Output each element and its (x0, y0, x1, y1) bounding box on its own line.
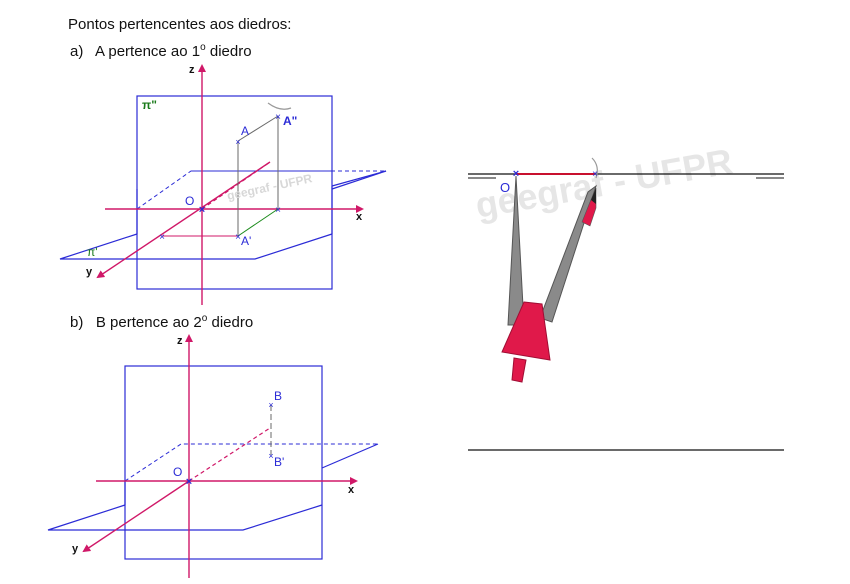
fig-a-point-ax-mark: × (275, 205, 281, 216)
fig-b-point-b-mark: × (268, 400, 273, 410)
fig-b-label-z: z (177, 335, 183, 347)
fig-a-horizontal-plane-front (59, 233, 333, 260)
fig-a-label-x: x (356, 211, 363, 223)
item-a-letter: a) (70, 43, 84, 60)
page-heading: Pontos pertencentes aos diedros: (68, 16, 292, 33)
fig-a-watermark: geegraf - UFPR (226, 171, 314, 203)
fig-a-arc (267, 102, 292, 110)
fig-a-label-z: z (189, 64, 195, 76)
fig-b-horizontal-plane-hidden (124, 443, 378, 482)
epure-arc (591, 157, 598, 179)
fig-a-label-a2: A" (283, 114, 297, 128)
epure: geegraf - UFPR × × O (468, 140, 784, 451)
compass-tip (591, 188, 596, 204)
compass-handle (511, 357, 527, 383)
item-b-label: b) B pertence ao 2o diedro (70, 313, 253, 331)
fig-a-point-ay-mark: × (159, 232, 165, 243)
epure-origin-mark: × (513, 168, 519, 180)
item-a-sup: o (200, 42, 206, 53)
fig-b-axis-y (82, 480, 190, 553)
fig-a-point-a1-mark: × (235, 232, 241, 243)
fig-b-point-b1-mark: × (268, 451, 273, 461)
fig-a-point-a2-mark: × (275, 112, 281, 123)
fig-a-point-a-mark: × (235, 137, 240, 147)
item-a-label: a) A pertence ao 1o diedro (70, 42, 252, 60)
fig-b-origin-mark: × (186, 476, 192, 488)
fig-a-label-plane-vertical: π" (142, 98, 157, 112)
compass-head (501, 301, 551, 361)
fig-b-label-y: y (72, 543, 79, 555)
fig-a-origin-mark: × (199, 204, 205, 216)
item-a-text: A pertence ao 1 (95, 43, 201, 60)
fig-a-axis-y (96, 161, 271, 279)
fig-a-label-plane-horizontal: π' (87, 245, 98, 259)
fig-b-axis-y-hidden (188, 427, 271, 482)
fig-b-label-origin: O (173, 465, 182, 479)
item-a-tail: diedro (205, 43, 252, 60)
epure-point-mark: × (592, 169, 598, 180)
fig-a-label-y: y (86, 266, 93, 278)
fig-b-vertical-plane (124, 365, 323, 560)
fig-a-label-a: A (241, 124, 249, 138)
item-b-sup: o (201, 313, 208, 324)
fig-b-horizontal-plane (47, 443, 379, 531)
fig-a-horizontal-plane-back-right (331, 170, 387, 190)
fig-b-label-b: B (274, 389, 282, 403)
epure-label-origin: O (500, 180, 510, 195)
fig-a-proj-line-a1 (237, 208, 279, 237)
figure-a: × × × × × × A A" A' O z x y π" π' geegra… (59, 64, 387, 305)
fig-b-label-x: x (348, 484, 355, 496)
fig-a-label-origin: O (185, 194, 194, 208)
fig-a-label-a1: A' (241, 234, 251, 248)
figure-b: × × × B B' O z x y (47, 334, 379, 578)
item-b-text: B pertence ao 2 (95, 314, 202, 331)
item-b-letter: b) (70, 314, 84, 331)
item-b-tail: diedro (207, 314, 254, 331)
fig-a-proj-line-to-a2 (237, 115, 279, 142)
epure-watermark: geegraf - UFPR (472, 140, 735, 226)
fig-b-label-b1: B' (274, 455, 284, 469)
